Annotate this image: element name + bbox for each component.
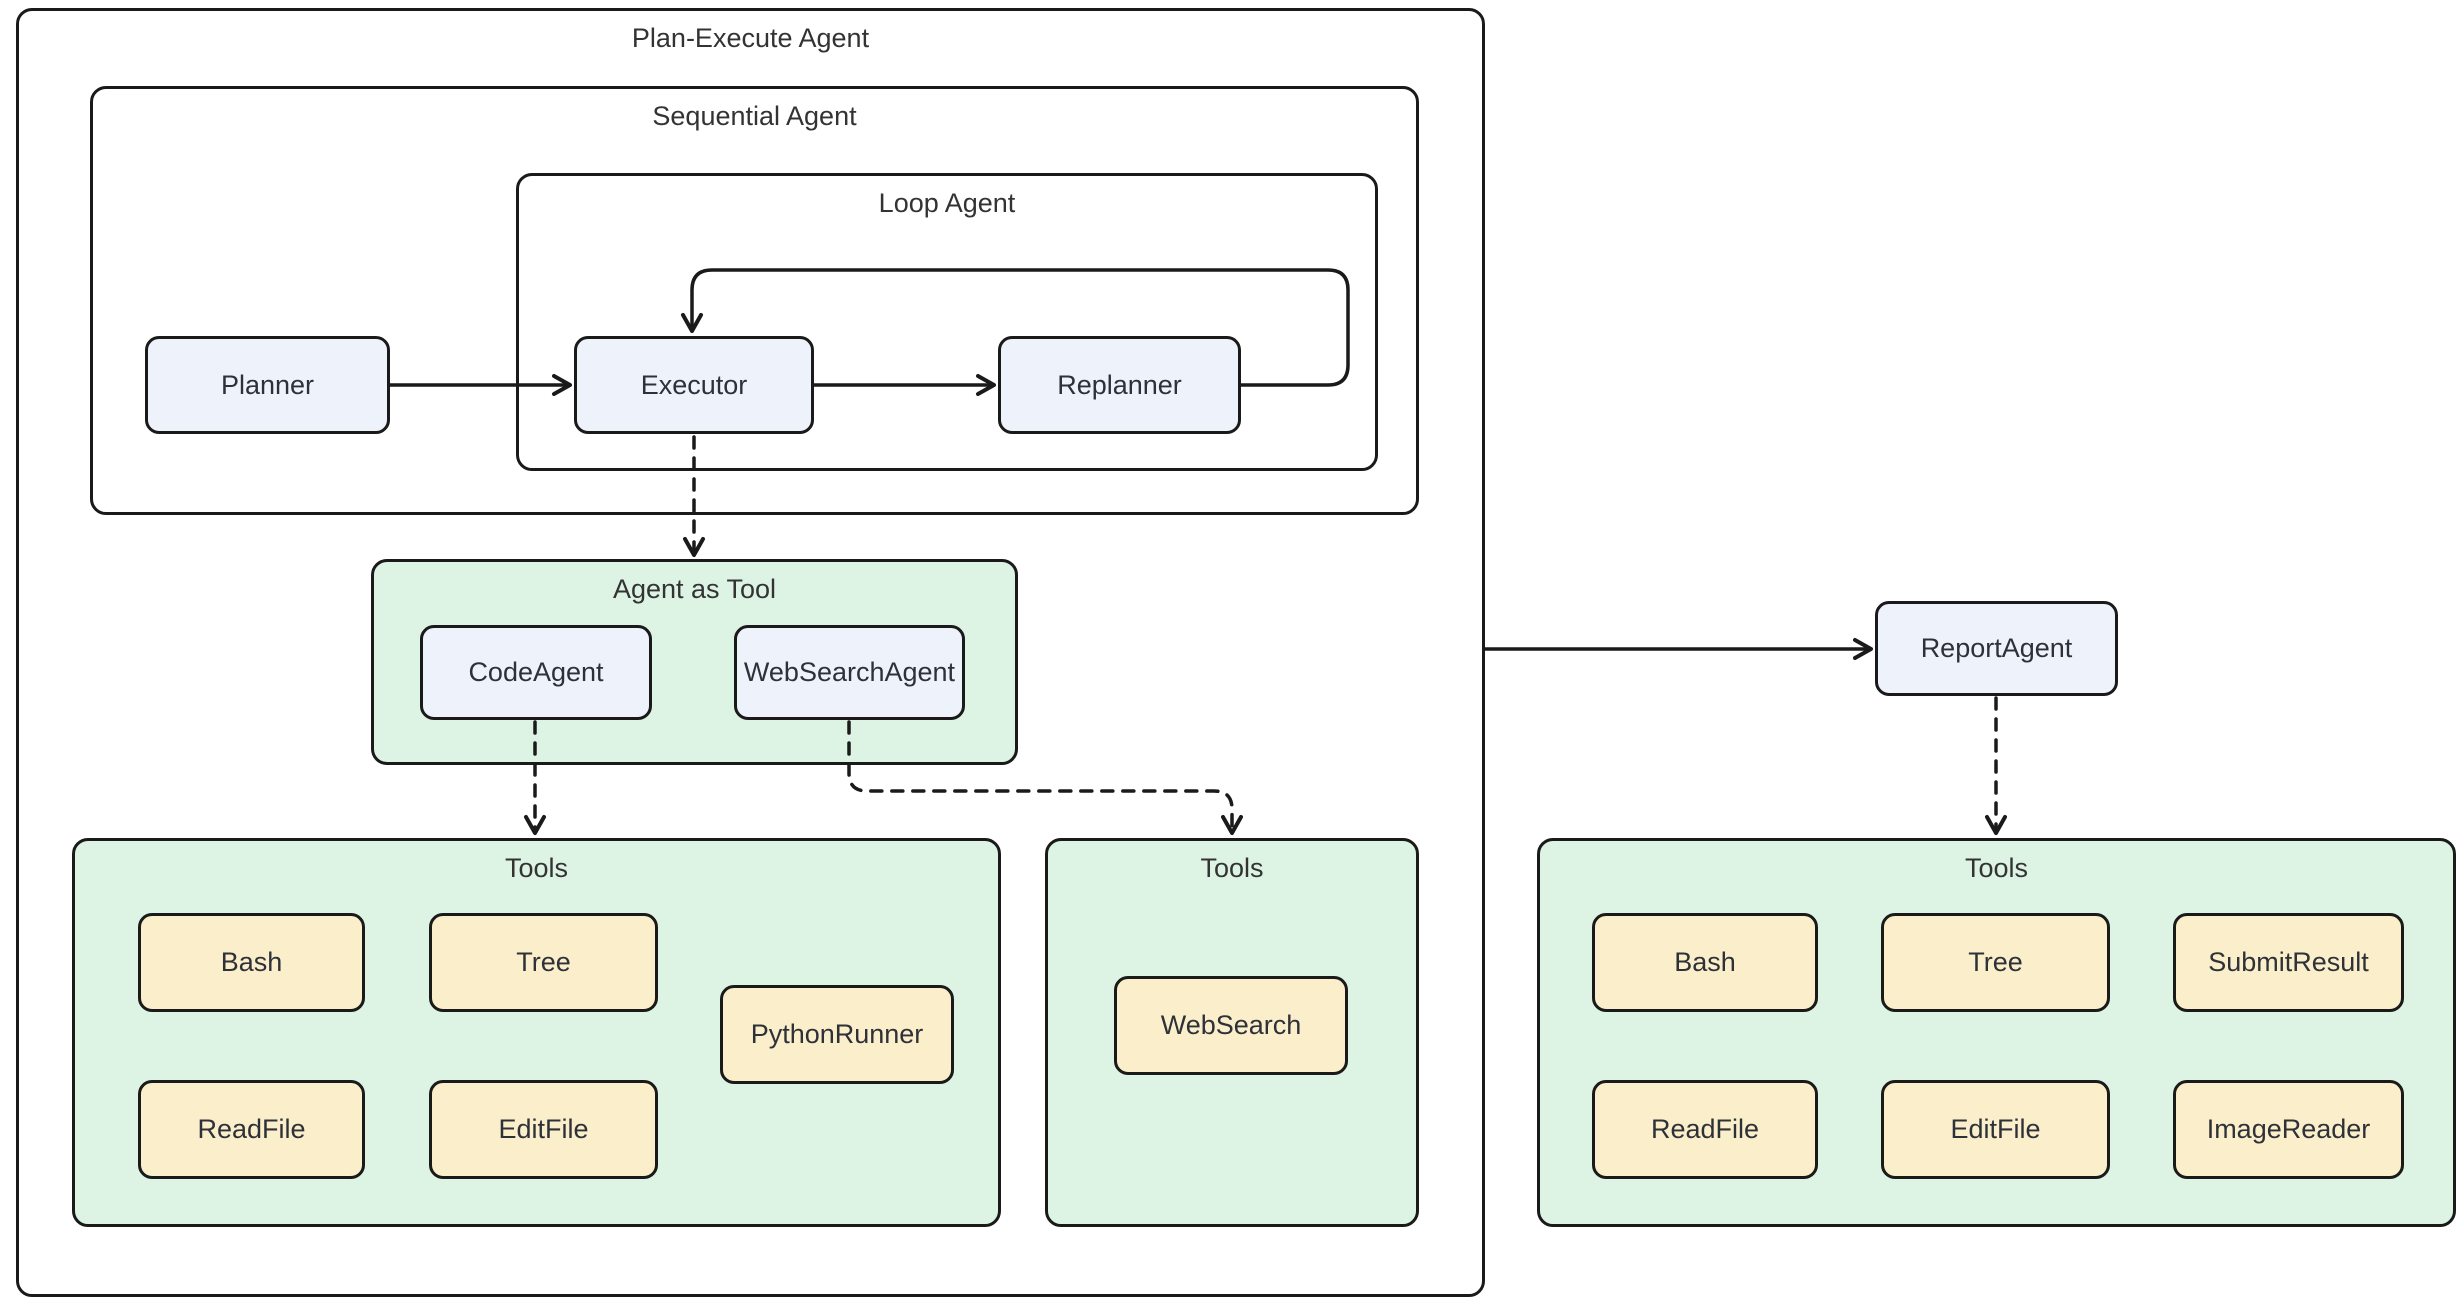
plan-execute-agent-label: Plan-Execute Agent — [631, 23, 870, 53]
node-replanner: Replanner — [998, 336, 1241, 434]
node-tree-left: Tree — [429, 913, 658, 1012]
agent-as-tool-label: Agent as Tool — [612, 574, 777, 604]
node-pythonrunner: PythonRunner — [720, 985, 954, 1084]
node-planner: Planner — [145, 336, 390, 434]
node-websearch-agent: WebSearchAgent — [734, 625, 965, 720]
node-submitresult: SubmitResult — [2173, 913, 2404, 1012]
node-tree-right: Tree — [1881, 913, 2110, 1012]
node-readfile-left: ReadFile — [138, 1080, 365, 1179]
tools-middle-label: Tools — [1200, 853, 1264, 883]
loop-agent-label: Loop Agent — [878, 188, 1016, 218]
node-readfile-right: ReadFile — [1592, 1080, 1818, 1179]
sequential-agent-label: Sequential Agent — [652, 101, 857, 131]
node-code-agent: CodeAgent — [420, 625, 652, 720]
node-bash-left: Bash — [138, 913, 365, 1012]
node-bash-right: Bash — [1592, 913, 1818, 1012]
node-websearch: WebSearch — [1114, 976, 1348, 1075]
node-editfile-right: EditFile — [1881, 1080, 2110, 1179]
tools-left-label: Tools — [504, 853, 569, 883]
tools-right-label: Tools — [1964, 853, 2029, 883]
node-editfile-left: EditFile — [429, 1080, 658, 1179]
container-loop-agent: Loop Agent — [516, 173, 1378, 471]
node-imagereader: ImageReader — [2173, 1080, 2404, 1179]
container-sequential-agent: Sequential Agent — [90, 86, 1419, 515]
container-plan-execute-agent: Plan-Execute Agent — [16, 8, 1485, 1297]
node-executor: Executor — [574, 336, 814, 434]
node-report-agent: ReportAgent — [1875, 601, 2118, 696]
